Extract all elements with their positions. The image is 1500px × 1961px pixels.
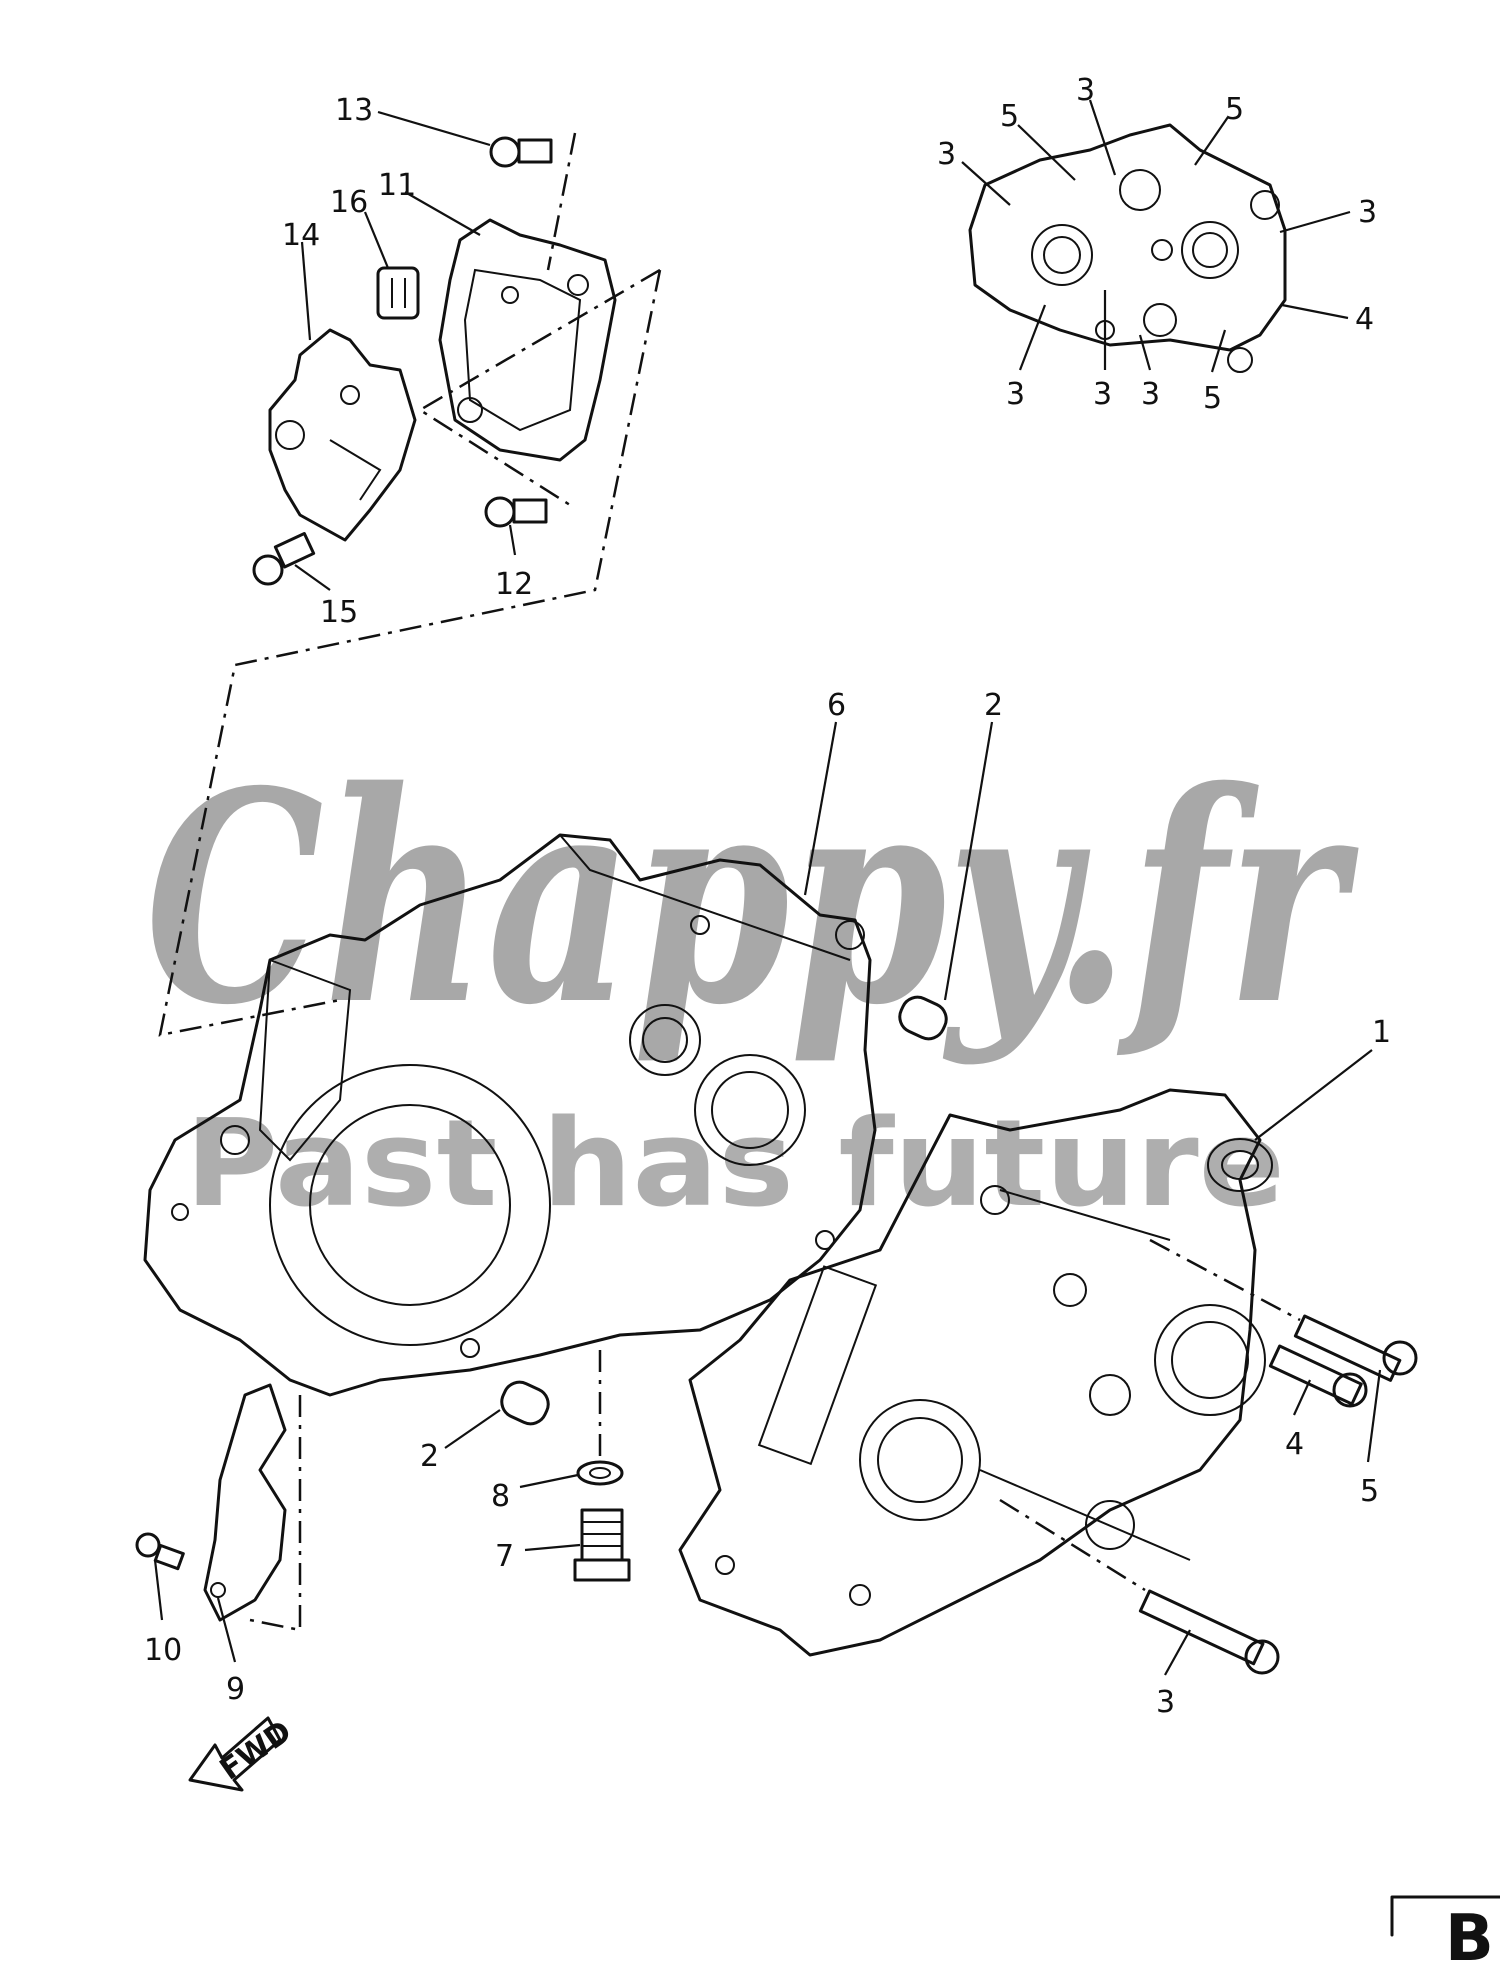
callout-10: 10 bbox=[144, 1633, 182, 1668]
inset-callout-3: 3 bbox=[1006, 377, 1025, 412]
callout-labels: 13 11 16 14 12 15 3 5 5 3 3 4 3 3 3 5 6 … bbox=[144, 73, 1391, 1720]
screw-10 bbox=[135, 1532, 185, 1571]
section-box-frame bbox=[1390, 1895, 1500, 1937]
bolt-5 bbox=[1293, 1314, 1418, 1382]
callout-14: 14 bbox=[282, 218, 320, 253]
drain-plug-7 bbox=[573, 1508, 631, 1582]
screw-12 bbox=[484, 496, 548, 528]
crankcase-left-6 bbox=[143, 833, 877, 1397]
section-box-label: B bbox=[1445, 1902, 1494, 1961]
crankcase-right-1 bbox=[678, 1088, 1273, 1657]
callout-4: 4 bbox=[1285, 1427, 1304, 1462]
callout-16: 16 bbox=[330, 185, 368, 220]
callout-5: 5 bbox=[1360, 1474, 1379, 1509]
inset-callout-3: 3 bbox=[1076, 73, 1095, 108]
inset-callout-3: 3 bbox=[1141, 377, 1160, 412]
inset-callout-3: 3 bbox=[1093, 377, 1112, 412]
callout-11: 11 bbox=[378, 168, 416, 203]
screw-15 bbox=[252, 532, 316, 586]
screw-13 bbox=[489, 136, 553, 168]
inset-callout-3: 3 bbox=[937, 137, 956, 172]
callout-1: 1 bbox=[1372, 1015, 1391, 1050]
callout-3: 3 bbox=[1156, 1685, 1175, 1720]
dowel-pin-2-upper bbox=[898, 995, 948, 1041]
fwd-label: FWD bbox=[214, 1714, 298, 1788]
crankcase-inset bbox=[968, 123, 1287, 373]
dowel-pin-2-lower bbox=[500, 1380, 550, 1426]
inset-callout-5: 5 bbox=[1203, 381, 1222, 416]
cover-14 bbox=[268, 328, 417, 542]
bolt-4 bbox=[1268, 1344, 1368, 1408]
inset-callout-5: 5 bbox=[1225, 92, 1244, 127]
leader-lines bbox=[153, 99, 1382, 1676]
fwd-arrow-icon bbox=[188, 1716, 282, 1792]
callout-13: 13 bbox=[335, 93, 373, 128]
callout-15: 15 bbox=[320, 595, 358, 630]
inset-callout-4: 4 bbox=[1355, 302, 1374, 337]
callout-2: 2 bbox=[984, 688, 1003, 723]
rubber-16 bbox=[376, 266, 420, 320]
callout-8: 8 bbox=[491, 1479, 510, 1514]
watermark-tagline: Past has future bbox=[185, 1095, 1285, 1234]
callout-2: 2 bbox=[420, 1439, 439, 1474]
callout-9: 9 bbox=[226, 1672, 245, 1707]
plate-9 bbox=[203, 1383, 287, 1622]
washer-8 bbox=[576, 1460, 624, 1486]
watermark-brand: Chappy.fr bbox=[145, 729, 1360, 1069]
bolt-3 bbox=[1138, 1589, 1280, 1675]
inset-callout-3: 3 bbox=[1358, 195, 1377, 230]
inset-callout-5: 5 bbox=[1000, 99, 1019, 134]
callout-7: 7 bbox=[495, 1539, 514, 1574]
plate-11 bbox=[438, 218, 617, 462]
callout-6: 6 bbox=[827, 688, 846, 723]
callout-12: 12 bbox=[495, 567, 533, 602]
